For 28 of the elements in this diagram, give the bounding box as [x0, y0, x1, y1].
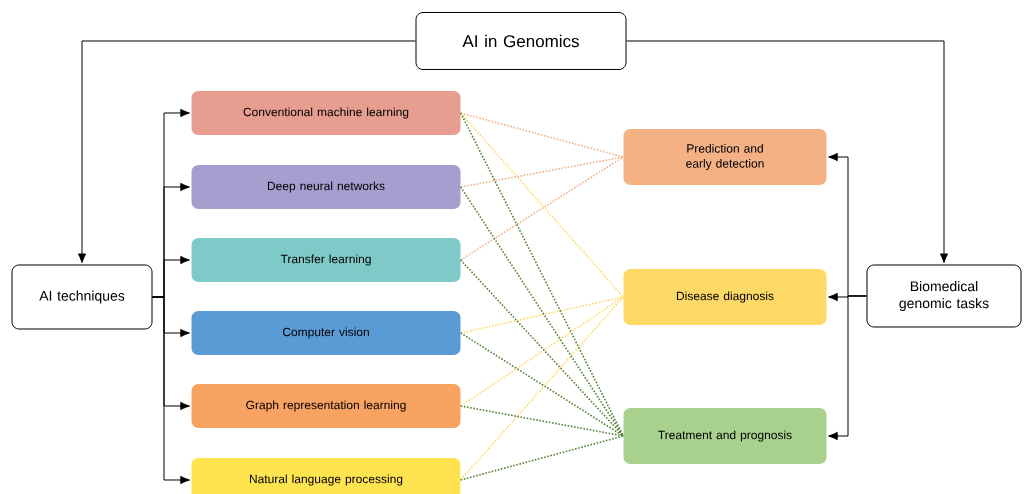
dotted-line [459, 405, 625, 437]
technique-box: Natural language processing [191, 458, 461, 494]
dotted-line [459, 156, 625, 188]
technique-box: Deep neural networks [191, 165, 461, 209]
dotted-line [459, 332, 625, 437]
dotted-line [459, 156, 625, 261]
dotted-line [459, 435, 625, 481]
arrow [77, 40, 416, 264]
technique-box: Transfer learning [191, 238, 461, 282]
task-box: Disease diagnosis [623, 269, 827, 325]
arrow [828, 295, 867, 441]
dotted-line [459, 296, 625, 334]
arrow [152, 296, 190, 485]
technique-box: Conventional machine learning [191, 91, 461, 135]
dotted-line [459, 296, 625, 481]
technique-box: Computer vision [191, 311, 461, 355]
dotted-line [459, 112, 625, 158]
arrow [626, 40, 949, 264]
dotted-line [459, 112, 625, 437]
task-box: Treatment and prognosis [623, 408, 827, 464]
category-box: Biomedical genomic tasks [866, 264, 1022, 328]
task-box: Prediction and early detection [623, 129, 827, 185]
title-box: AI in Genomics [415, 12, 627, 70]
dotted-line [459, 296, 625, 407]
category-box: AI techniques [11, 264, 153, 330]
dotted-line [459, 186, 625, 437]
technique-box: Graph representation learning [191, 384, 461, 428]
dotted-line [459, 259, 625, 437]
